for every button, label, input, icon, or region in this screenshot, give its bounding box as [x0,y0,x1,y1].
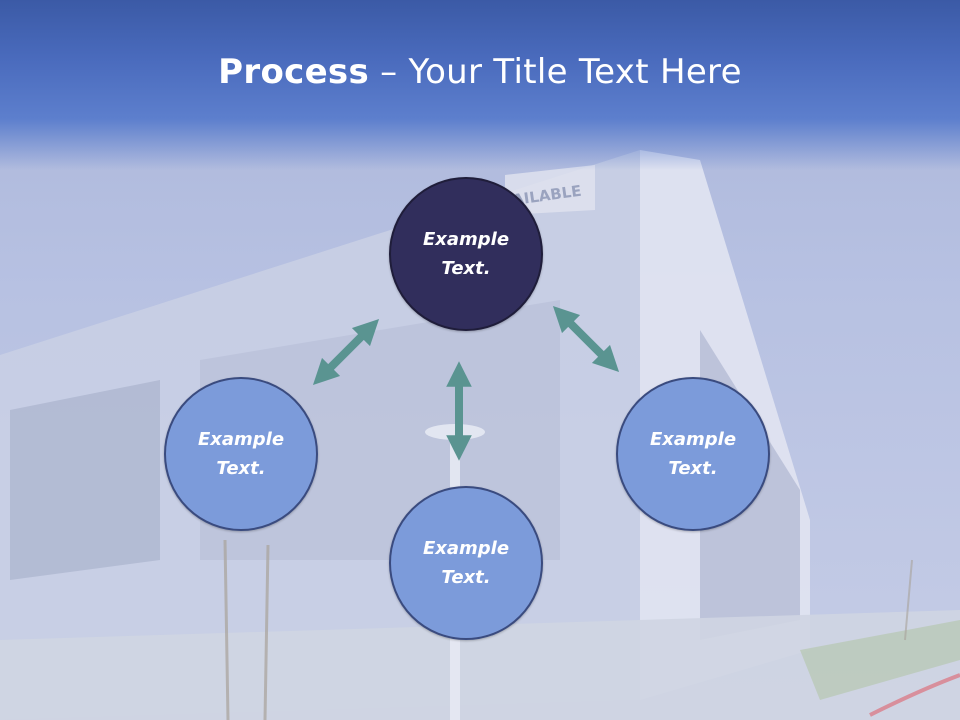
node-bottom-line1: Example [422,538,510,559]
node-left-line1: Example [197,429,285,450]
slide-title[interactable]: Process – Your Title Text Here [0,52,960,92]
arrow-top-left[interactable] [312,318,380,386]
process-node-left[interactable]: Example Text. [164,377,318,531]
title-bar [0,0,960,170]
node-bottom-line2: Text. [441,567,491,588]
node-right-line2: Text. [668,458,718,479]
title-bold-text: Process [218,52,370,92]
node-top-line1: Example [422,229,510,250]
node-right-line1: Example [649,429,737,450]
process-node-top[interactable]: Example Text. [389,177,543,331]
process-node-right[interactable]: Example Text. [616,377,770,531]
process-node-bottom[interactable]: Example Text. [389,486,543,640]
node-top-line2: Text. [441,258,491,279]
node-left-line2: Text. [216,458,266,479]
arrow-top-right[interactable] [552,305,620,373]
title-rest-text: – Your Title Text Here [369,52,742,92]
